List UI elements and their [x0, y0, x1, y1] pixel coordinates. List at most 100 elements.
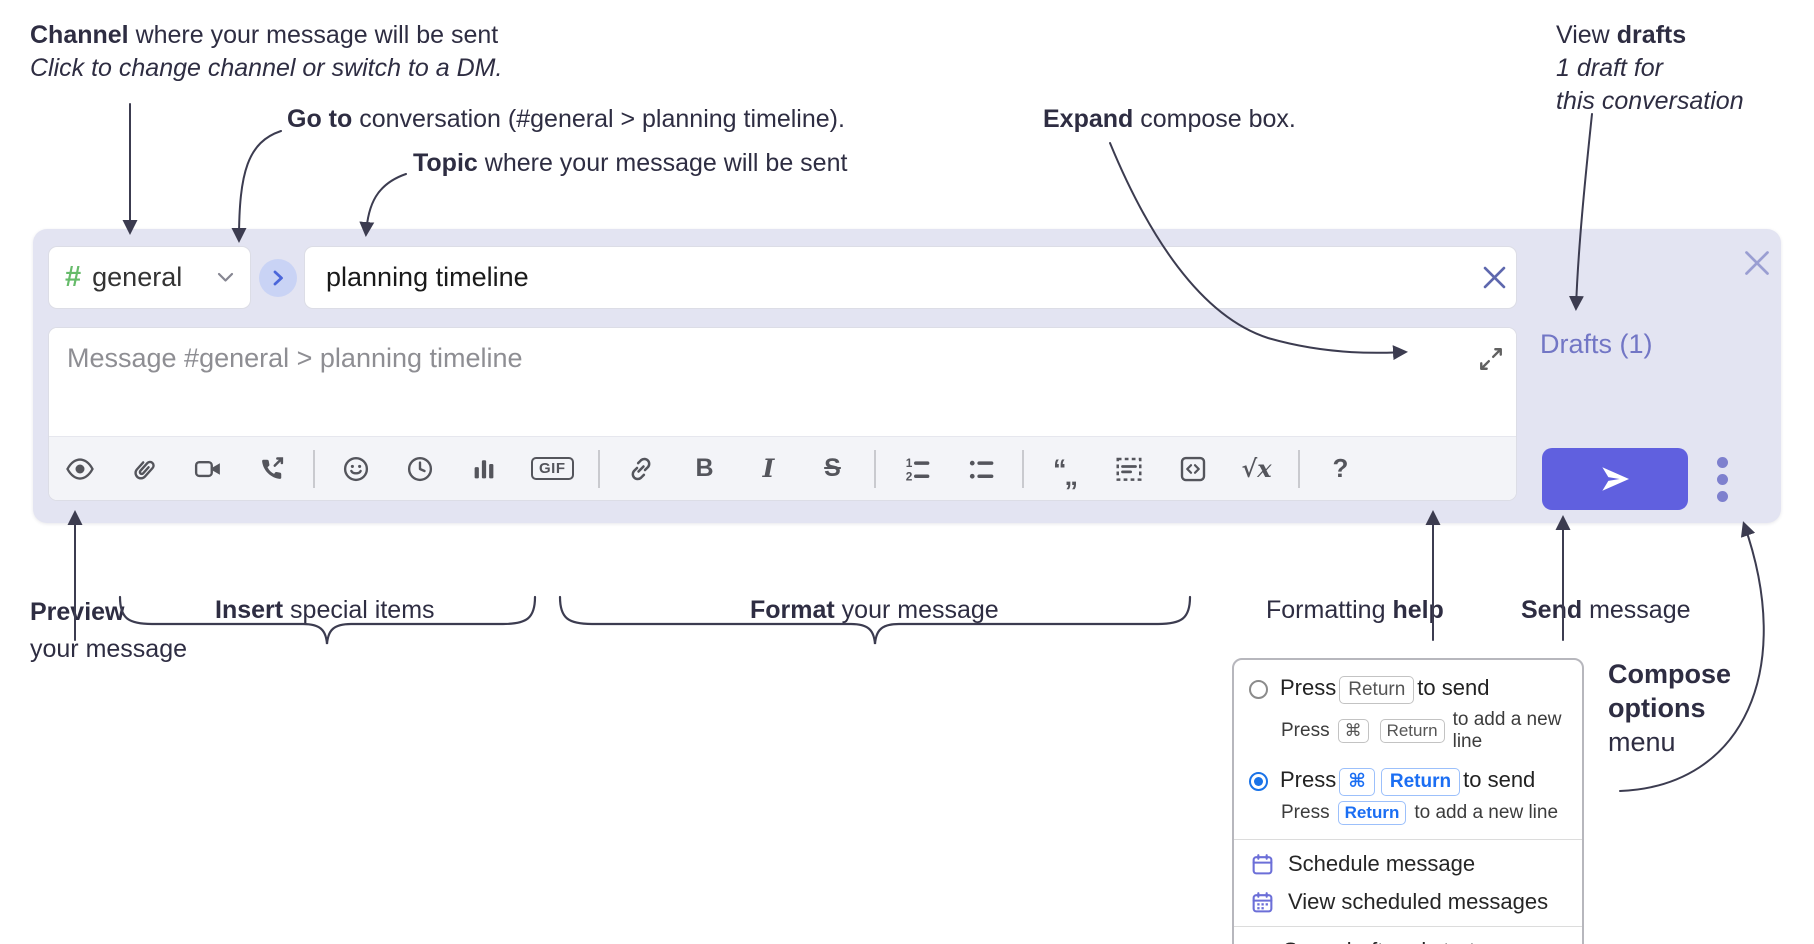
annotation-drafts: View drafts 1 draft for this conversatio…: [1556, 19, 1744, 118]
audio-call-button[interactable]: [255, 452, 289, 486]
attach-file-button[interactable]: [127, 452, 161, 486]
strikethrough-icon: S: [824, 454, 841, 483]
code-button[interactable]: [1176, 452, 1210, 486]
bold-button[interactable]: B: [688, 452, 722, 486]
chevron-down-icon: [217, 272, 234, 283]
spoiler-button[interactable]: [1112, 452, 1146, 486]
send-button[interactable]: [1542, 448, 1688, 510]
menu-item-label: Save draft and start a new message: [1283, 938, 1566, 944]
kbd-cmd: ⌘: [1337, 719, 1369, 743]
topic-input[interactable]: [305, 262, 1472, 293]
message-input[interactable]: [49, 328, 1516, 437]
numbered-list-button[interactable]: 1 2: [900, 452, 934, 486]
bulleted-list-button[interactable]: [964, 452, 998, 486]
annotation-preview: Preview your message: [30, 594, 187, 668]
annotation-channel: Channel where your message will be sent …: [30, 19, 502, 85]
menu-item-label: Schedule message: [1288, 851, 1476, 876]
go-to-conversation-button[interactable]: [259, 259, 297, 297]
menu-item-schedule-message[interactable]: Schedule message: [1234, 845, 1582, 883]
annotation-format: Format your message: [750, 594, 999, 627]
toolbar-divider: [597, 449, 600, 488]
drafts-link[interactable]: Drafts (1): [1540, 329, 1653, 359]
schedule-button[interactable]: [403, 452, 437, 486]
numbered-list-icon: 1 2: [905, 456, 929, 483]
option-text: Press: [1280, 675, 1337, 700]
annotation-topic-bold: Topic: [413, 149, 478, 177]
toolbar-divider: [873, 449, 876, 488]
menu-item-view-scheduled[interactable]: View scheduled messages: [1234, 883, 1582, 921]
calendar-icon: [1252, 853, 1273, 874]
video-camera-icon: [194, 460, 220, 477]
code-icon: [1180, 456, 1205, 481]
poll-button[interactable]: [467, 452, 501, 486]
annotation-goto: Go to conversation (#general > planning …: [287, 103, 845, 136]
annotation-send-rest: message: [1582, 596, 1691, 624]
kbd-return: Return: [1379, 719, 1445, 743]
toolbar-divider: [1021, 449, 1024, 488]
annotation-expand-bold: Expand: [1043, 105, 1134, 133]
italic-icon: I: [762, 454, 775, 484]
dot-icon: [1716, 473, 1728, 485]
strikethrough-button[interactable]: S: [816, 452, 850, 486]
kbd-return: Return: [1337, 801, 1407, 825]
expand-compose-button[interactable]: [1478, 346, 1504, 372]
annotation-topic: Topic where your message will be sent: [413, 147, 847, 180]
question-mark-icon: ?: [1332, 453, 1349, 484]
eye-icon: [66, 458, 94, 480]
menu-item-save-draft[interactable]: Save draft and start a new message: [1234, 932, 1582, 944]
compose-box: # general: [33, 229, 1781, 523]
bold-icon: B: [695, 454, 714, 483]
compose-toolbar: GIF B: [49, 436, 1516, 500]
send-icon: [1602, 467, 1629, 491]
video-call-button[interactable]: [191, 452, 225, 486]
annotation-preview-rest: your message: [30, 635, 188, 663]
arrow-goto: [231, 130, 282, 243]
toolbar-divider: [313, 449, 315, 488]
annotation-goto-rest: conversation (#general > planning timeli…: [352, 105, 845, 133]
clock-icon: [407, 456, 433, 481]
annotation-format-rest: your message: [834, 596, 999, 624]
close-icon: [1745, 251, 1769, 275]
italic-button[interactable]: I: [752, 452, 786, 486]
preview-button[interactable]: [63, 452, 97, 486]
formatting-help-button[interactable]: ?: [1324, 452, 1358, 486]
smiley-icon: [343, 456, 369, 481]
radio-unselected-icon[interactable]: [1249, 680, 1268, 699]
svg-text:1: 1: [905, 456, 912, 470]
gif-button[interactable]: GIF: [531, 452, 574, 486]
annotation-insert: Insert special items: [215, 594, 435, 627]
annotation-channel-rest: where your message will be sent: [128, 21, 499, 49]
quote-button[interactable]: “„: [1048, 452, 1082, 491]
bulleted-list-icon: [969, 460, 993, 479]
dot-icon: [1716, 490, 1728, 502]
annotation-channel-bold: Channel: [30, 21, 129, 49]
close-compose-button[interactable]: [1737, 243, 1777, 283]
annotation-drafts-bold: drafts: [1616, 21, 1687, 49]
close-icon: [1483, 266, 1505, 289]
channel-selector-button[interactable]: # general: [48, 246, 251, 309]
expand-icon: [1480, 348, 1502, 370]
math-button[interactable]: √x: [1240, 452, 1274, 486]
menu-divider: [1234, 926, 1582, 927]
annotation-drafts-sub2: this conversation: [1556, 87, 1744, 115]
svg-text:2: 2: [905, 469, 912, 483]
annotation-drafts-pre: View: [1556, 21, 1617, 49]
link-button[interactable]: [624, 452, 658, 486]
annotation-compose-options-l3: menu: [1608, 727, 1676, 757]
annotation-formatting-help: Formatting help: [1266, 594, 1444, 627]
quote-icon: “„: [1053, 453, 1078, 491]
radio-selected-icon[interactable]: [1249, 772, 1268, 791]
compose-options-button[interactable]: [1711, 447, 1733, 511]
annotation-send-bold: Send: [1521, 596, 1583, 624]
calendar-grid-icon: [1252, 891, 1273, 912]
annotation-help-pre: Formatting: [1266, 596, 1393, 624]
emoji-button[interactable]: [339, 452, 373, 486]
annotation-expand-rest: compose box.: [1133, 105, 1296, 133]
clear-topic-button[interactable]: [1472, 256, 1516, 300]
